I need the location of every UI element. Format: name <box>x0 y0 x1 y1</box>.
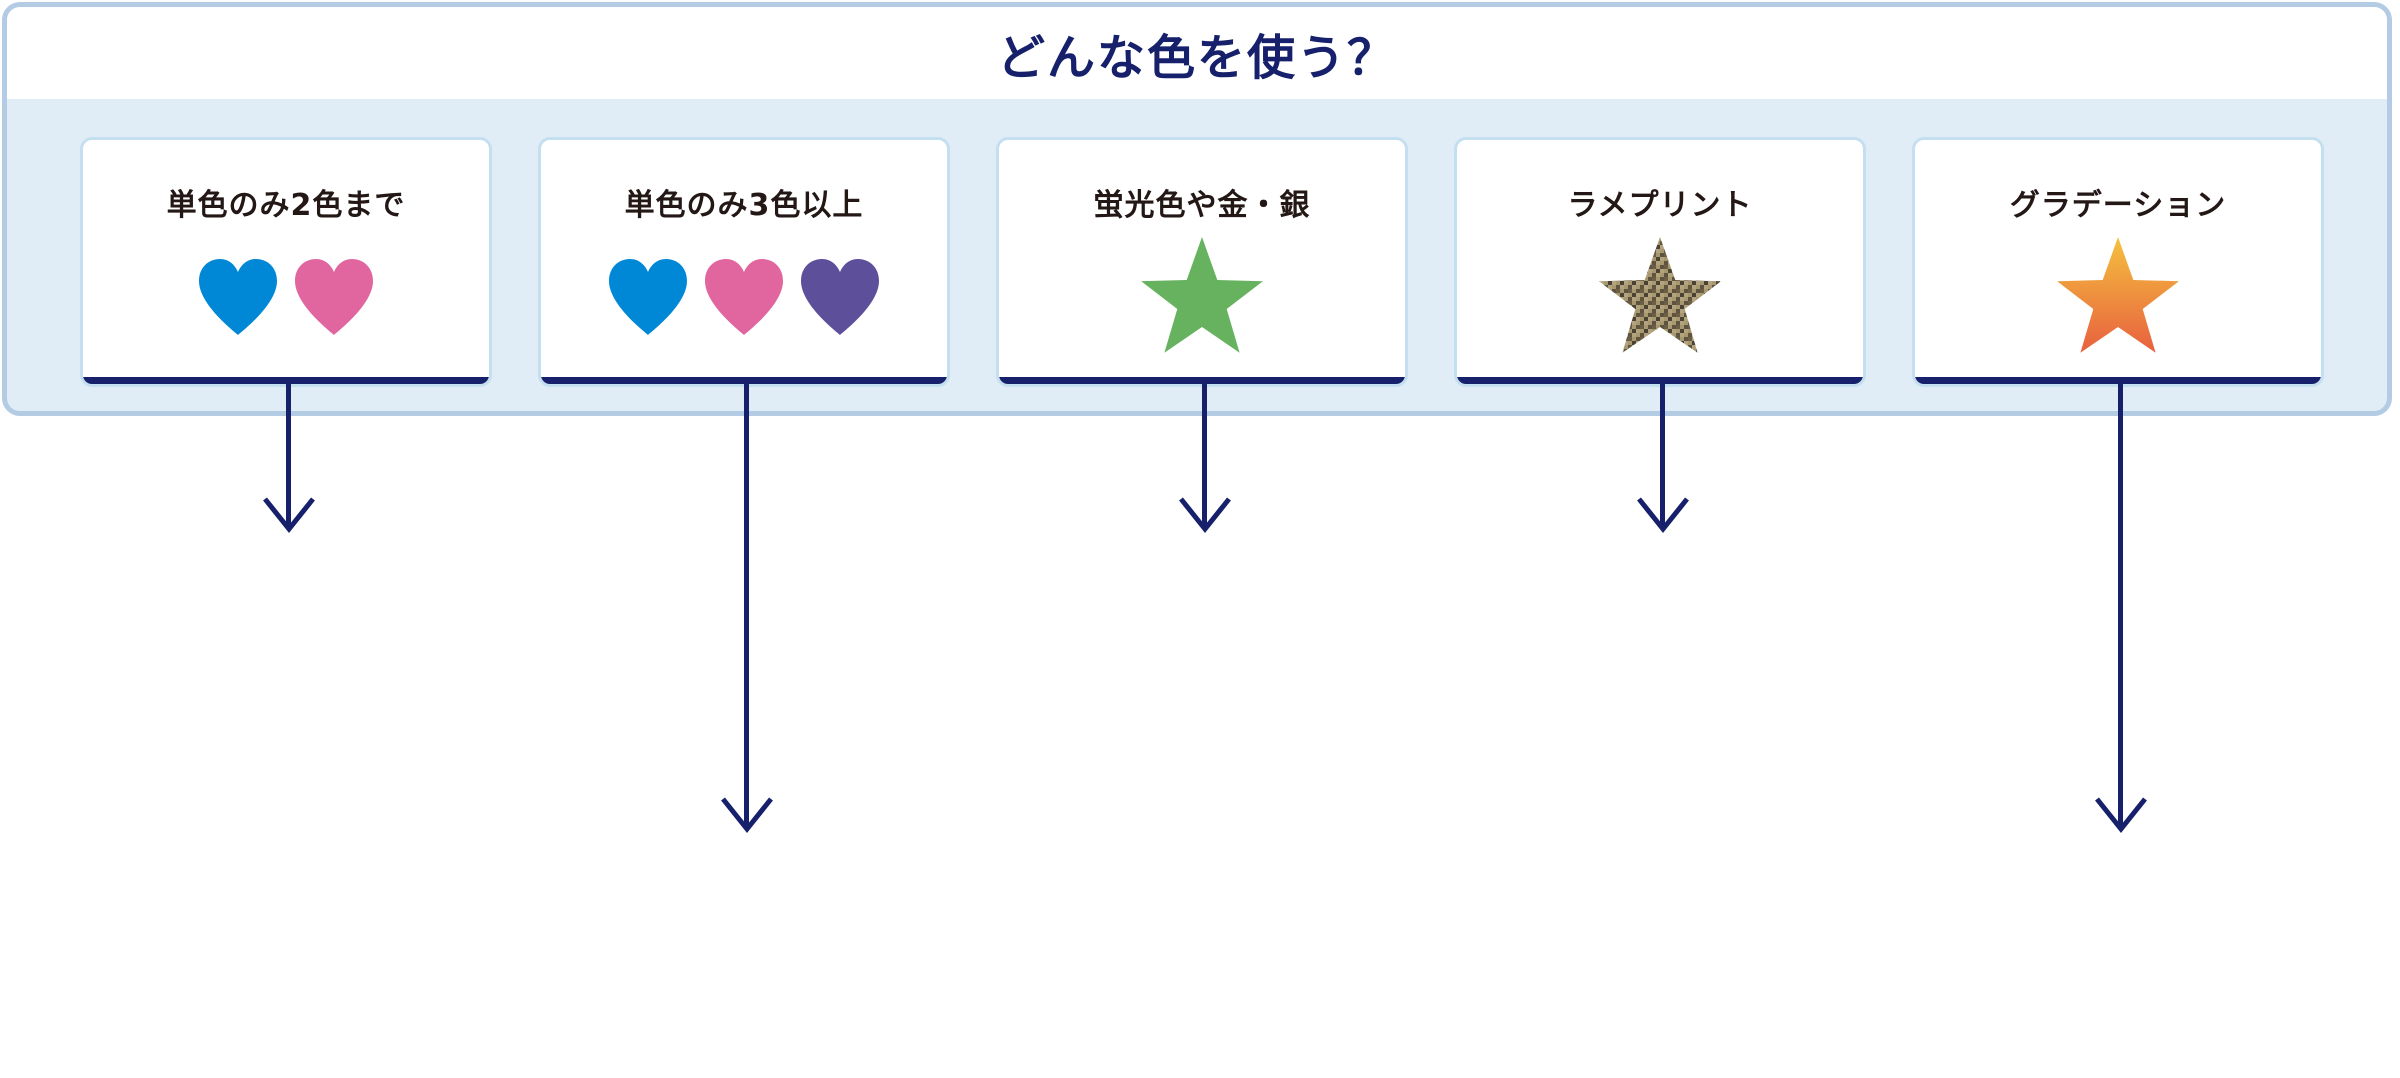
purple-heart-icon <box>801 259 879 335</box>
option-icons <box>83 232 489 362</box>
pink-heart-icon <box>705 259 783 335</box>
option-label: 単色のみ2色まで <box>166 188 406 223</box>
connector-line <box>286 378 291 528</box>
option-icons <box>541 232 947 362</box>
option-label: ラメプリント <box>1567 188 1753 223</box>
pink-heart-icon <box>295 259 373 335</box>
connector-line <box>744 378 749 828</box>
connector-line <box>1660 378 1665 528</box>
option-card-glitter-print[interactable]: ラメプリント <box>1454 137 1866 387</box>
down-arrow-icon <box>1179 497 1231 534</box>
blue-heart-icon <box>609 259 687 335</box>
connector-line <box>2118 378 2123 828</box>
option-label: グラデーション <box>2009 188 2227 223</box>
connector-line <box>1202 378 1207 528</box>
option-icons <box>1915 232 2321 362</box>
blue-heart-icon <box>199 259 277 335</box>
down-arrow-icon <box>1637 497 1689 534</box>
color-choice-panel: どんな色を使う？ 単色のみ2色まで 単色のみ3色以上 蛍光色や金・銀 ラメプリン… <box>2 2 2392 416</box>
panel-title: どんな色を使う？ <box>996 30 1397 86</box>
panel-header: どんな色を使う？ <box>7 7 2387 99</box>
gradient-star-icon <box>2057 237 2179 353</box>
option-icons <box>999 232 1405 362</box>
option-card-two-colors[interactable]: 単色のみ2色まで <box>80 137 492 387</box>
option-label: 蛍光色や金・銀 <box>1093 188 1311 223</box>
option-card-gradation[interactable]: グラデーション <box>1912 137 2324 387</box>
down-arrow-icon <box>721 797 773 834</box>
glitter-star-icon <box>1599 237 1721 353</box>
down-arrow-icon <box>263 497 315 534</box>
option-card-three-plus-colors[interactable]: 単色のみ3色以上 <box>538 137 950 387</box>
option-card-fluorescent-metallic[interactable]: 蛍光色や金・銀 <box>996 137 1408 387</box>
option-icons <box>1457 232 1863 362</box>
option-label: 単色のみ3色以上 <box>624 188 864 223</box>
green-star-icon <box>1141 237 1263 353</box>
down-arrow-icon <box>2095 797 2147 834</box>
